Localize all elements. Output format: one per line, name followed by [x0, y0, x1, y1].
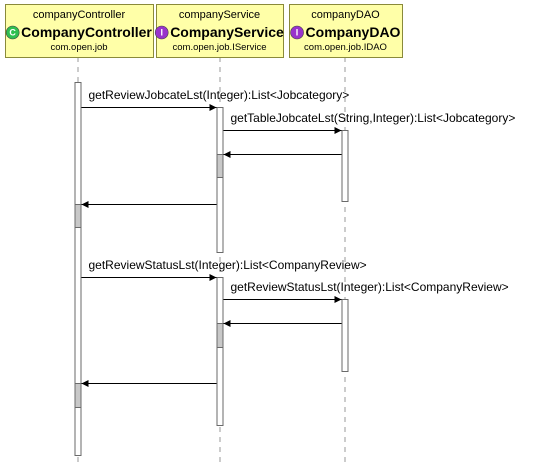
- participant-box: [289, 4, 403, 58]
- activation-bar-controller: [74, 383, 82, 408]
- participant-class-name: CompanyService: [170, 24, 284, 40]
- participant-name: companyService: [179, 9, 260, 21]
- participant-class-name: CompanyDAO: [306, 24, 401, 40]
- activation-bar-service: [216, 323, 224, 348]
- participant-name: companyDAO: [311, 9, 380, 21]
- stereotype-letter: C: [9, 28, 16, 38]
- participant-package: com.open.job.IService: [173, 42, 267, 53]
- message-label: getReviewStatusLst(Integer):List<Company…: [89, 258, 367, 272]
- participant-package: com.open.job: [50, 42, 107, 53]
- stereotype-badge: [5, 25, 20, 40]
- activation-bar-controller: [74, 82, 82, 456]
- activation-bar-dao: [341, 299, 349, 372]
- stereotype-letter: I: [296, 28, 299, 38]
- participant-box: [5, 4, 154, 58]
- message-label: getReviewJobcateLst(Integer):List<Jobcat…: [89, 88, 350, 102]
- activation-bar-service: [216, 154, 224, 178]
- activation-bar-service: [216, 107, 224, 253]
- participant-name: companyController: [33, 9, 126, 21]
- call-message[interactable]: getReviewJobcateLst(Integer):List<Jobcat…: [81, 88, 350, 111]
- participant-package: com.open.job.IDAO: [304, 42, 387, 53]
- participant-box: [156, 4, 284, 58]
- stereotype-badge: [154, 25, 169, 40]
- stereotype-badge: [290, 25, 304, 40]
- stereotype-c-icon: C: [5, 25, 20, 40]
- stereotype-i-icon: I: [154, 25, 169, 40]
- call-message[interactable]: getReviewStatusLst(Integer):List<Company…: [223, 280, 509, 303]
- activation-bar-dao: [341, 130, 349, 202]
- stereotype-i-icon: I: [290, 25, 304, 40]
- activation-bar-controller: [74, 204, 82, 228]
- activation-bar-service: [216, 277, 224, 426]
- call-message[interactable]: getReviewStatusLst(Integer):List<Company…: [81, 258, 367, 281]
- message-label: getReviewStatusLst(Integer):List<Company…: [231, 280, 509, 294]
- call-message[interactable]: getTableJobcateLst(String,Integer):List<…: [223, 111, 516, 134]
- message-label: getTableJobcateLst(String,Integer):List<…: [231, 111, 516, 125]
- stereotype-letter: I: [160, 28, 163, 38]
- participant-class-name: CompanyController: [21, 24, 152, 40]
